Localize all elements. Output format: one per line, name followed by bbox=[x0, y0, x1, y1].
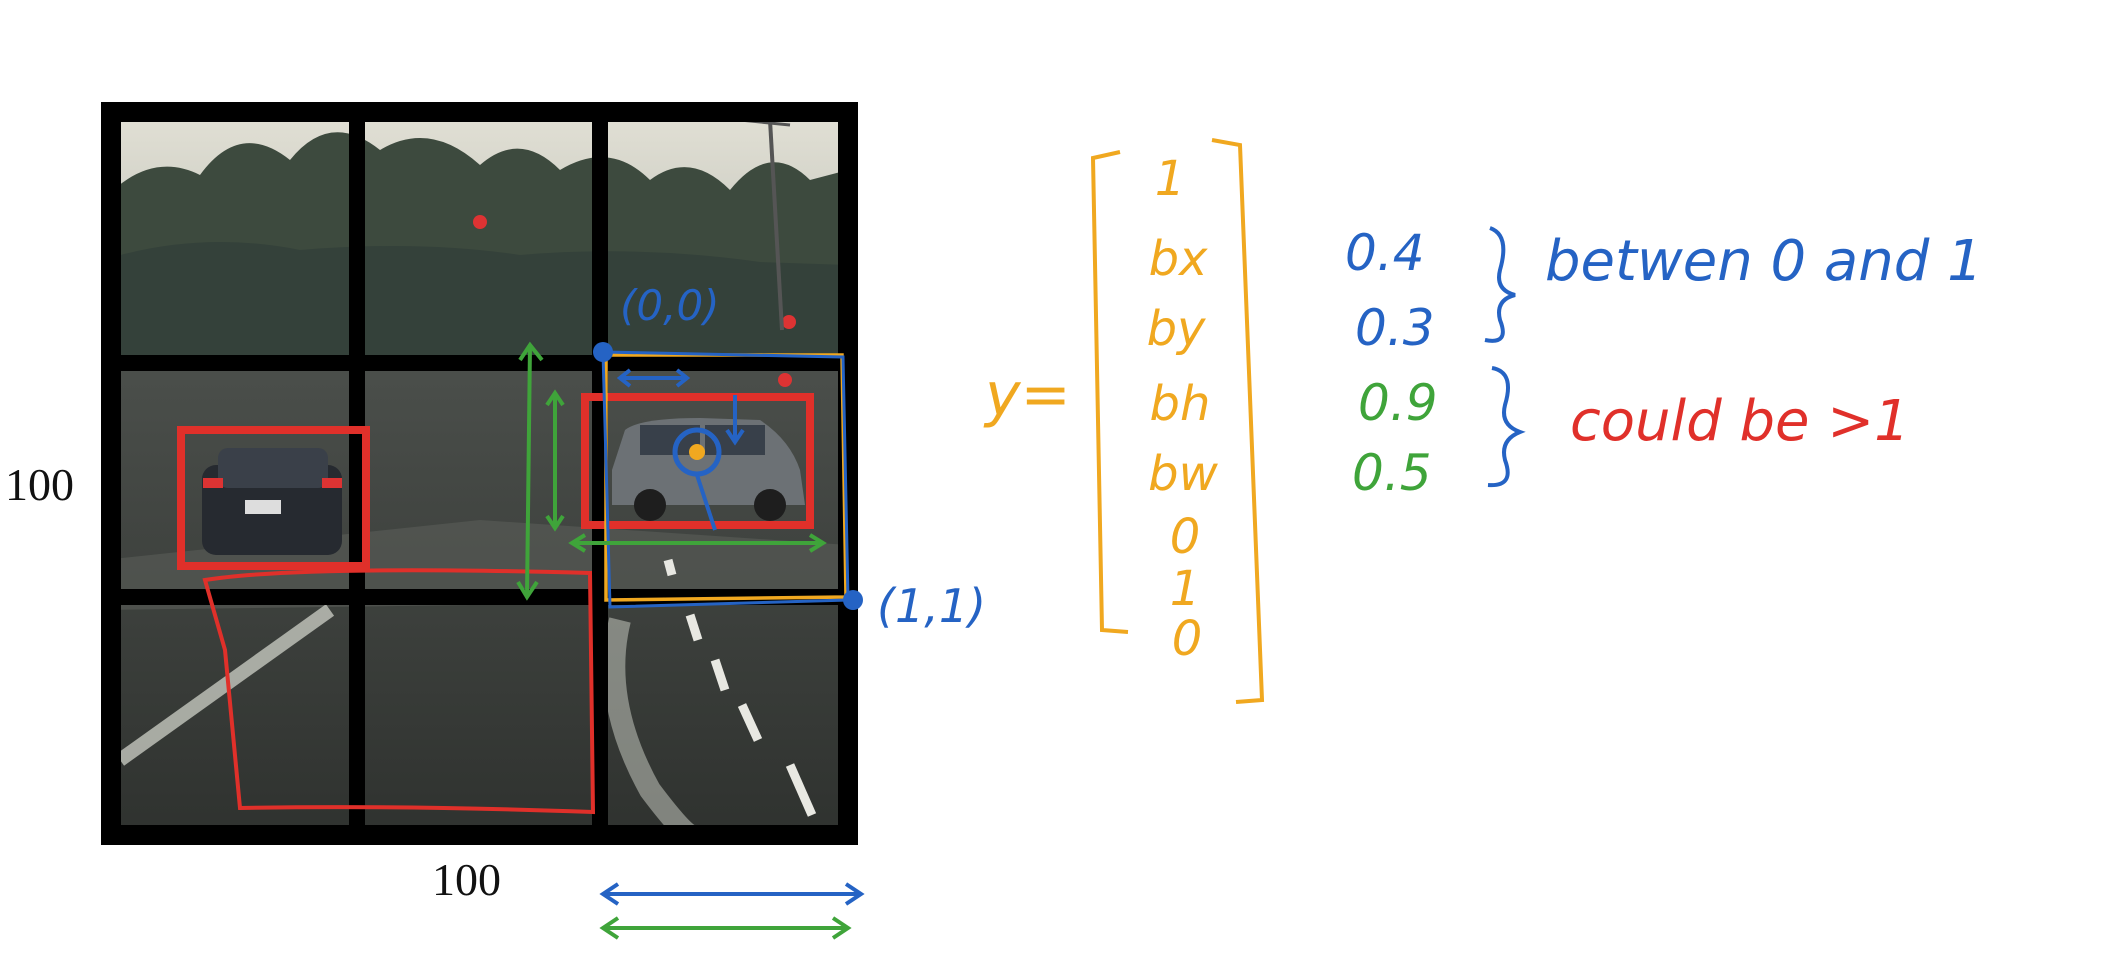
center-point-icon bbox=[689, 444, 705, 460]
origin-label: (0,0) bbox=[620, 281, 720, 330]
center-pointer bbox=[695, 474, 717, 531]
traffic-light-icon bbox=[473, 215, 487, 229]
center-circle-icon bbox=[672, 427, 722, 477]
lane-mark-left bbox=[115, 604, 335, 766]
traffic-light-icon bbox=[778, 373, 792, 387]
right-bracket bbox=[1211, 138, 1265, 704]
car-left-icon bbox=[202, 448, 342, 555]
traffic-light-icon bbox=[782, 315, 796, 329]
note-could-be: could be >1 bbox=[1570, 389, 1910, 454]
vector-entry-pc: 1 bbox=[1155, 151, 1186, 207]
vector-entry-bh: bh bbox=[1150, 376, 1211, 432]
bbox-right-car bbox=[581, 393, 814, 529]
corner-label: (1,1) bbox=[877, 579, 986, 633]
brace-blue bbox=[1484, 226, 1516, 343]
note-between: betwen 0 and 1 bbox=[1545, 229, 1983, 294]
vector-entries: 1 bx by bh bw 0 1 0 bbox=[1147, 151, 1219, 667]
value-column: 0.4 0.3 0.9 0.5 bbox=[1345, 224, 1438, 502]
bbox-left-car bbox=[177, 426, 370, 570]
corner-dot bbox=[843, 590, 863, 610]
value-bh: 0.9 bbox=[1358, 374, 1438, 432]
red-drawn-region bbox=[202, 568, 596, 815]
signal-pole bbox=[768, 119, 784, 331]
road-photo bbox=[103, 104, 848, 845]
vector-entry-bx: bx bbox=[1149, 231, 1208, 287]
vector-lhs: y= bbox=[983, 360, 1071, 430]
grid-border bbox=[101, 102, 858, 845]
origin-dot bbox=[593, 342, 613, 362]
tree-shadow bbox=[103, 242, 848, 380]
value-bw: 0.5 bbox=[1352, 444, 1432, 502]
height-label: 100 bbox=[5, 459, 74, 510]
vector-entry-c3: 0 bbox=[1172, 611, 1203, 667]
brace-blue-lower bbox=[1487, 366, 1526, 488]
vector-entry-bw: bw bbox=[1148, 446, 1218, 502]
value-bx: 0.4 bbox=[1345, 224, 1425, 282]
curb-line bbox=[603, 617, 696, 845]
vector-entry-c1: 0 bbox=[1170, 509, 1201, 565]
left-bracket bbox=[1090, 150, 1129, 634]
width-label: 100 bbox=[432, 854, 501, 905]
value-by: 0.3 bbox=[1355, 299, 1435, 357]
vector-entry-by: by bbox=[1147, 301, 1206, 357]
lane-dashes bbox=[663, 558, 817, 817]
vector-entry-c2: 1 bbox=[1170, 561, 1201, 617]
bh-arrow-outer bbox=[525, 344, 532, 596]
